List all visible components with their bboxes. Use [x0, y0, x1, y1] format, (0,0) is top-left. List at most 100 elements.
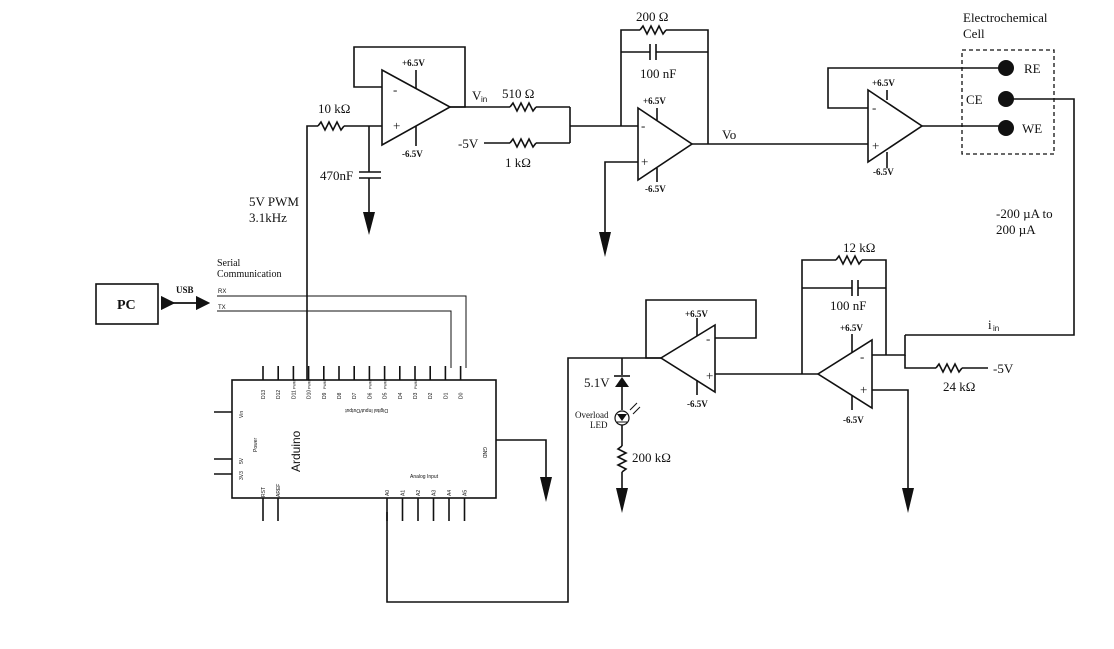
pwm-tag: PWM — [292, 380, 296, 389]
pin-label-a1: A1 — [401, 490, 407, 496]
svg-text:-: - — [860, 349, 864, 364]
pin-label-d0: D0 — [459, 392, 465, 399]
pin-label-d9: D9 — [322, 392, 328, 399]
svg-text:470nF: 470nF — [320, 168, 353, 183]
svg-text:-: - — [872, 100, 876, 115]
svg-text:CE: CE — [966, 92, 983, 107]
resistor-200k — [616, 445, 628, 473]
pin-label-d8: D8 — [337, 392, 343, 399]
svg-text:LED: LED — [590, 420, 608, 430]
ground-arrow-1 — [363, 212, 375, 235]
svg-text:USB: USB — [176, 285, 194, 295]
pin-label-d3: D3 — [413, 392, 419, 399]
resistor-12k — [835, 254, 863, 266]
label-10k: 10 kΩ — [318, 101, 350, 116]
pin-label-a0: A0 — [385, 490, 391, 496]
svg-text:RST: RST — [261, 487, 267, 497]
svg-text:-: - — [641, 118, 645, 133]
svg-text:+6.5V: +6.5V — [872, 78, 895, 88]
opamp-transimpedance: - + +6.5V -6.5V — [816, 323, 873, 425]
pin-label-a3: A3 — [432, 490, 438, 496]
svg-text:+: + — [393, 118, 400, 133]
pin-label-d4: D4 — [398, 392, 404, 399]
svg-text:in: in — [993, 324, 999, 333]
pin-label-a4: A4 — [447, 490, 453, 496]
svg-text:Communication: Communication — [217, 269, 281, 280]
pin-label-d12: D12 — [276, 390, 282, 399]
svg-text:200 µA: 200 µA — [996, 222, 1036, 237]
svg-text:Digital Input/Output: Digital Input/Output — [345, 407, 388, 413]
electrode-re — [998, 60, 1014, 76]
opamp-summing: - + +6.5V -6.5V — [637, 96, 694, 194]
pin-label-d2: D2 — [428, 392, 434, 399]
ground-arrow-3 — [902, 488, 914, 513]
ground-arrow-4 — [616, 488, 628, 513]
svg-text:Arduino: Arduino — [289, 430, 303, 472]
svg-text:-6.5V: -6.5V — [843, 415, 864, 425]
pin-label-a2: A2 — [416, 490, 422, 496]
electrochemical-cell-box — [961, 49, 1055, 155]
resistor-510 — [509, 101, 537, 113]
svg-text:-6.5V: -6.5V — [402, 149, 423, 159]
svg-text:3V3: 3V3 — [239, 471, 245, 480]
svg-text:-5V: -5V — [993, 361, 1014, 376]
svg-text:-6.5V: -6.5V — [873, 167, 894, 177]
pwm-tag: PWM — [308, 380, 312, 389]
svg-text:in: in — [481, 95, 487, 104]
svg-text:WE: WE — [1022, 121, 1042, 136]
svg-text:200 kΩ: 200 kΩ — [632, 450, 671, 465]
svg-text:V: V — [472, 88, 482, 103]
svg-text:510 Ω: 510 Ω — [502, 86, 534, 101]
resistor-24k — [935, 362, 963, 374]
svg-text:Electrochemical: Electrochemical — [963, 10, 1048, 25]
svg-text:+6.5V: +6.5V — [685, 309, 708, 319]
svg-text:24 kΩ: 24 kΩ — [943, 379, 975, 394]
opamp-buffer-2: - + +6.5V -6.5V — [659, 309, 716, 409]
pin-label-d7: D7 — [352, 392, 358, 399]
svg-text:RX: RX — [218, 289, 226, 295]
svg-text:+: + — [872, 138, 879, 153]
svg-text:i: i — [988, 317, 992, 332]
pin-label-d11: D11 — [291, 390, 297, 399]
pin-label-d1: D1 — [443, 392, 449, 399]
svg-text:GND: GND — [481, 447, 487, 459]
pin-label-d10: D10 — [307, 390, 313, 399]
pwm-tag: PWM — [323, 380, 327, 389]
electrode-we — [998, 120, 1014, 136]
pwm-tag: PWM — [384, 380, 388, 389]
ground-arrow-2 — [599, 232, 611, 257]
svg-text:AREF: AREF — [276, 484, 282, 497]
svg-text:100 nF: 100 nF — [640, 66, 676, 81]
arduino-board — [231, 379, 497, 499]
svg-text:3.1kHz: 3.1kHz — [249, 210, 287, 225]
svg-text:200 Ω: 200 Ω — [636, 9, 668, 24]
svg-text:+: + — [860, 382, 867, 397]
pwm-tag: PWM — [368, 380, 372, 389]
svg-text:Cell: Cell — [963, 26, 985, 41]
svg-text:1 kΩ: 1 kΩ — [505, 155, 531, 170]
svg-text:+: + — [641, 154, 648, 169]
svg-text:-: - — [393, 82, 397, 97]
svg-text:-200 µA to: -200 µA to — [996, 206, 1053, 221]
pin-label-d13: D13 — [261, 390, 267, 399]
svg-text:5.1V: 5.1V — [584, 375, 610, 390]
svg-text:+6.5V: +6.5V — [643, 96, 666, 106]
pin-label-d5: D5 — [383, 392, 389, 399]
svg-text:Overload: Overload — [575, 410, 609, 420]
svg-text:-6.5V: -6.5V — [645, 184, 666, 194]
svg-text:Vo: Vo — [722, 127, 736, 142]
svg-text:5V PWM: 5V PWM — [249, 194, 299, 209]
opamp-buffer-1: - + +6.5V -6.5V — [381, 58, 452, 159]
svg-text:+6.5V: +6.5V — [402, 58, 425, 68]
pin-label-a5: A5 — [463, 490, 469, 496]
svg-text:-: - — [706, 331, 710, 346]
resistor-200 — [639, 24, 667, 36]
svg-text:100 nF: 100 nF — [830, 298, 866, 313]
svg-text:-6.5V: -6.5V — [687, 399, 708, 409]
pc-box — [95, 283, 159, 325]
svg-text:TX: TX — [218, 305, 226, 311]
svg-text:Analog Input: Analog Input — [410, 474, 439, 480]
svg-text:5V: 5V — [239, 457, 245, 464]
resistor-1k — [509, 137, 537, 149]
zener-diode — [615, 377, 629, 387]
